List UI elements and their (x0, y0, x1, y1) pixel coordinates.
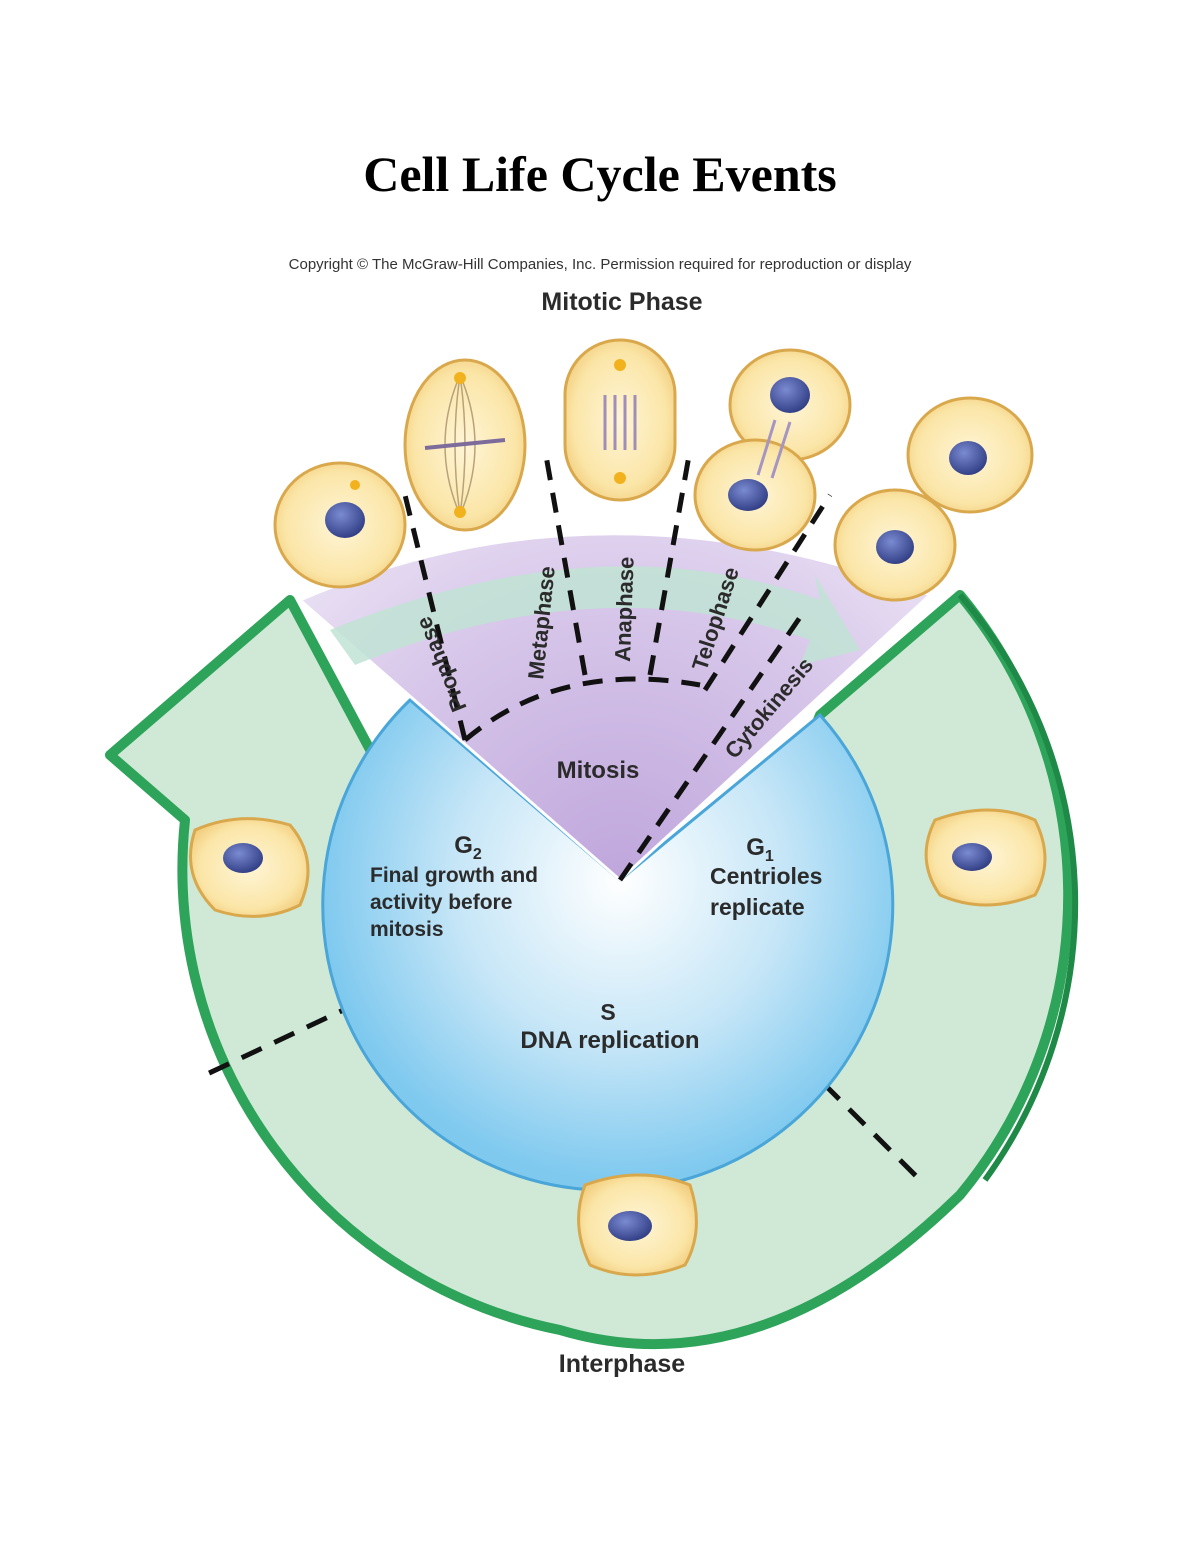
s-description: DNA replication (520, 1027, 699, 1054)
telophase-cell (693, 348, 852, 552)
g2-label: G2 (454, 832, 482, 863)
mitotic-cells (273, 338, 1034, 602)
cytokinesis-cells (833, 396, 1034, 602)
prophase-cell (273, 461, 407, 589)
metaphase-cell (403, 358, 527, 532)
anaphase-cell (563, 338, 677, 502)
interphase-heading: Interphase (559, 1350, 686, 1378)
interphase-cells (189, 808, 1047, 1277)
g1-cell (924, 808, 1047, 907)
g2-cell (189, 817, 310, 918)
copyright-notice: Copyright © The McGraw-Hill Companies, I… (288, 256, 912, 273)
mitosis-label: Mitosis (557, 757, 640, 784)
s-cell (577, 1173, 698, 1277)
page-title: Cell Life Cycle Events (363, 146, 837, 202)
stage-label-anaphase: Anaphase (610, 556, 639, 662)
g1-description: Centrioles replicate (710, 863, 829, 920)
g1-label: G1 (746, 834, 774, 865)
mitotic-phase-heading: Mitotic Phase (541, 288, 702, 316)
g2-description: Final growth and activity before mitosis (370, 864, 544, 941)
s-label: S (600, 999, 615, 1025)
